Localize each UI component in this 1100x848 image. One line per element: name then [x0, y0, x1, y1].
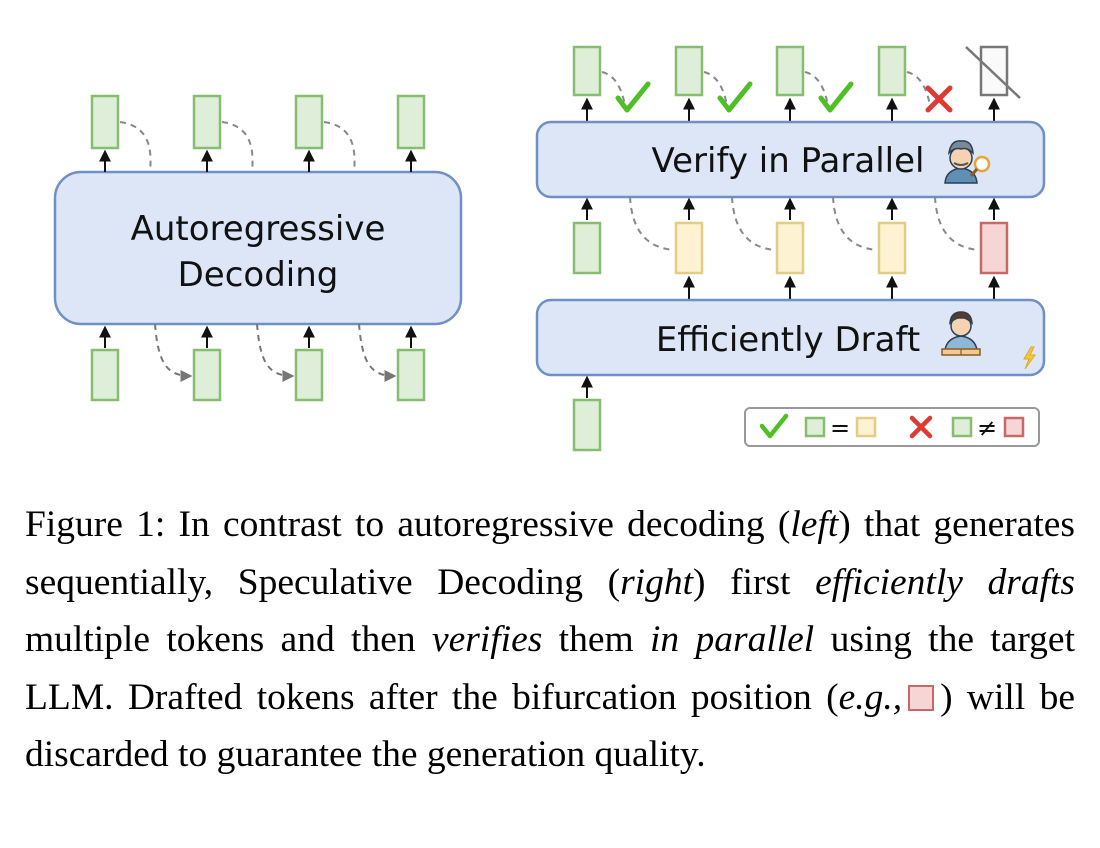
output-token	[294, 94, 324, 150]
drafter-person-icon	[941, 311, 981, 356]
legend-check-icon	[759, 413, 789, 439]
caption-emph-in-parallel: in parallel	[649, 619, 815, 660]
draft-block	[535, 298, 1046, 377]
feed-forward-curve	[256, 323, 295, 382]
caption-text: them	[542, 619, 650, 660]
figure-caption: Figure 1: In contrast to autoregressive …	[25, 496, 1075, 784]
verify-block	[535, 120, 1046, 199]
verifier-person-icon	[944, 140, 991, 184]
verify-curve	[906, 71, 932, 111]
speculative-diagram: Verify in Parallel	[535, 45, 1046, 452]
caption-text: ) will be discarded to guarantee the gen…	[25, 676, 1075, 776]
caption-text: using the target LLM. Drafted tokens aft…	[25, 619, 1075, 718]
caption-emph-left: left	[790, 504, 839, 545]
draft-curve	[731, 196, 776, 251]
input-token	[294, 348, 324, 402]
draft-token-accepted	[877, 221, 907, 275]
verified-token	[674, 45, 704, 97]
draft-curve	[934, 196, 980, 251]
verified-token	[572, 45, 602, 97]
verified-token	[877, 45, 907, 97]
draft-curve	[629, 196, 675, 251]
caption-text: ) first	[693, 561, 816, 603]
legend-not-equal-symbol: ≠	[977, 414, 997, 442]
output-token	[396, 94, 426, 150]
draft-token-accepted	[674, 221, 704, 275]
context-token	[572, 221, 602, 275]
input-token	[396, 348, 426, 402]
autoregressive-label-line1: Autoregressive	[131, 209, 386, 249]
speculative-decoding-diagram: Autoregressive Decoding	[53, 45, 1046, 452]
draft-input-token	[572, 398, 602, 452]
caption-text: In contrast to autoregressive decoding (	[165, 504, 791, 545]
output-token	[192, 94, 222, 150]
verify-label: Verify in Parallel	[652, 141, 925, 181]
caption-emph-efficiently-drafts: efficiently drafts	[815, 561, 1075, 603]
caption-text: ) that generates sequentially, Speculati…	[25, 504, 1076, 603]
lightning-icon	[1023, 346, 1036, 370]
autoregressive-diagram: Autoregressive Decoding	[53, 94, 463, 402]
caption-emph-eg: e.g.,	[838, 676, 903, 718]
check-icon	[818, 81, 854, 113]
verified-token	[775, 45, 805, 97]
output-token	[90, 94, 120, 150]
caption-text: multiple tokens and then	[25, 619, 432, 660]
draft-curve	[832, 196, 878, 251]
feed-forward-curve	[358, 323, 397, 382]
autoregressive-label-line2: Decoding	[178, 255, 339, 295]
legend-yellow-square	[855, 416, 877, 438]
check-icon	[615, 81, 651, 113]
legend-green-square	[804, 416, 826, 438]
caption-emph-right: right	[620, 561, 694, 603]
legend-red-square	[1003, 416, 1025, 438]
caption-emph-verifies: verifies	[431, 619, 543, 660]
input-token	[192, 348, 222, 402]
cross-icon	[925, 85, 953, 113]
legend-cross-icon	[909, 415, 933, 439]
input-token	[90, 348, 120, 402]
draft-token-accepted	[775, 221, 805, 275]
legend-equal-symbol: =	[830, 414, 850, 442]
draft-token-rejected	[979, 221, 1009, 275]
caption-label: Figure 1:	[25, 504, 166, 545]
discarded-token	[965, 45, 1021, 99]
check-icon	[717, 81, 753, 113]
feedback-curve	[323, 121, 356, 173]
legend-green-square	[951, 416, 973, 438]
draft-label: Efficiently Draft	[656, 320, 920, 360]
feedback-curve	[119, 121, 152, 173]
feedback-curve	[221, 121, 254, 173]
caption-red-square-icon	[908, 684, 935, 711]
legend: = ≠	[744, 407, 1040, 447]
feed-forward-curve	[154, 323, 193, 382]
